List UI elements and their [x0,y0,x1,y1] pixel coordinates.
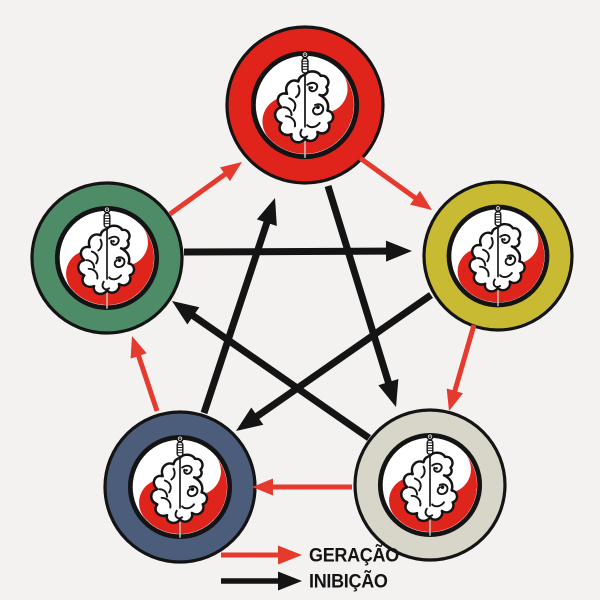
arrow-generation-wood-fire [168,162,242,217]
metal-element-gray-circle [353,408,507,562]
element-nodes-layer [30,25,574,564]
fire-element-red-circle [225,25,385,185]
water-element-blue-circle [103,410,257,564]
arrow-generation-fire-earth [358,155,432,210]
legend-inhibition-label: INIBIÇÃO [309,570,388,592]
legend-inhibition-row: INIBIÇÃO [219,569,399,593]
arrow-inhibition-fire-metal [324,184,399,407]
arrow-inhibition-earth-water [236,292,434,431]
generation-arrow-icon [221,545,302,565]
legend-generation-label: GERAÇÃO [309,544,399,566]
legend: GERAÇÃO INIBIÇÃO [219,543,399,593]
arrow-generation-metal-water [252,478,352,496]
legend-generation-row: GERAÇÃO [219,543,399,567]
arrow-inhibition-water-fire [200,198,277,415]
arrow-inhibition-metal-wood [172,301,371,441]
arrow-inhibition-wood-earth [183,240,412,262]
cycle-arrows-layer [130,155,477,496]
arrow-generation-water-wood [130,336,160,412]
inhibition-arrow-icon [221,571,302,591]
arrow-generation-earth-metal [446,324,477,411]
wood-element-green-circle [30,181,184,335]
earth-element-yellow-circle [422,180,574,332]
